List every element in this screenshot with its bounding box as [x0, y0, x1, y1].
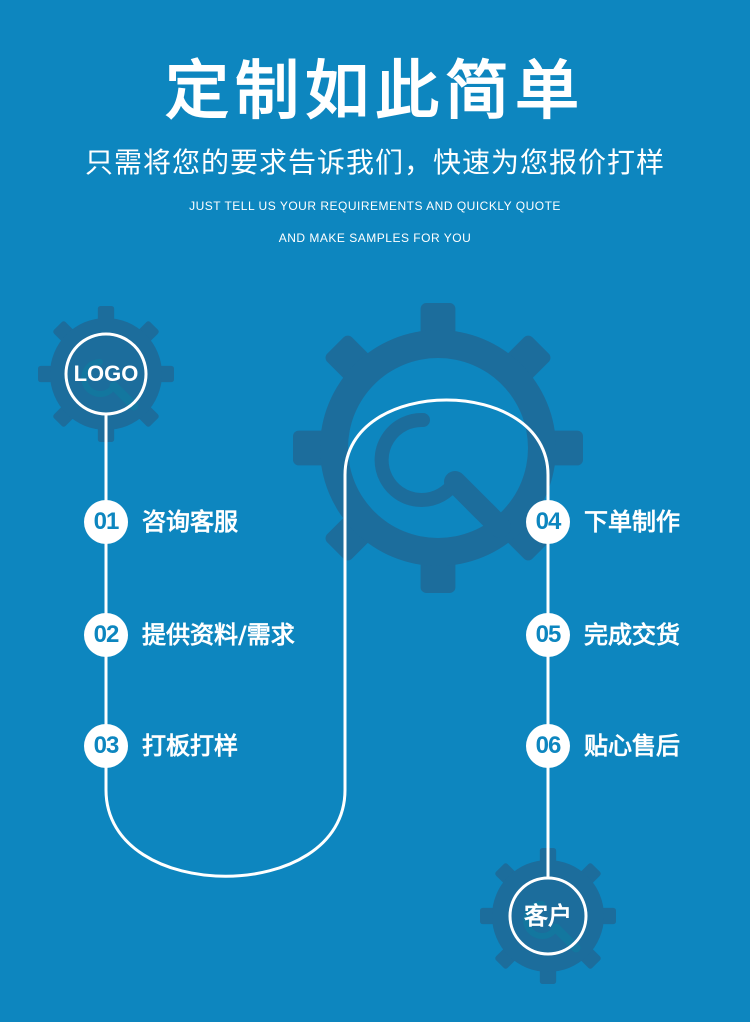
- step-number-badge: 03: [84, 724, 128, 768]
- step-04: 04 下单制作: [526, 500, 680, 544]
- step-label: 贴心售后: [584, 732, 680, 760]
- step-number-badge: 01: [84, 500, 128, 544]
- page-subtitle: 只需将您的要求告诉我们，快速为您报价打样: [84, 146, 665, 179]
- step-number-badge: 06: [526, 724, 570, 768]
- page-title: 定制如此简单: [165, 54, 585, 129]
- step-05: 05 完成交货: [526, 613, 680, 657]
- step-label: 提供资料/需求: [142, 621, 295, 649]
- logo-wrench-icon: [81, 359, 139, 411]
- step-number-badge: 05: [526, 613, 570, 657]
- step-number-badge: 02: [84, 613, 128, 657]
- step-label: 完成交货: [584, 621, 680, 649]
- step-06: 06 贴心售后: [526, 724, 680, 768]
- step-label: 下单制作: [584, 508, 680, 536]
- flow-path: [104, 398, 550, 878]
- step-label: 咨询客服: [142, 508, 238, 536]
- large-gear-icon: [293, 303, 583, 593]
- logo-node-label: LOGO: [73, 361, 139, 386]
- subtitle-english-line2: AND MAKE SAMPLES FOR YOU: [278, 231, 472, 245]
- step-03: 03 打板打样: [84, 724, 238, 768]
- subtitle-english-line1: JUST TELL US YOUR REQUIREMENTS AND QUICK…: [189, 199, 561, 213]
- step-02: 02 提供资料/需求: [84, 613, 295, 657]
- client-node-label: 客户: [524, 902, 572, 930]
- wrench-icon: [374, 412, 511, 538]
- step-01: 01 咨询客服: [84, 500, 238, 544]
- step-number-badge: 04: [526, 500, 570, 544]
- step-label: 打板打样: [142, 732, 238, 760]
